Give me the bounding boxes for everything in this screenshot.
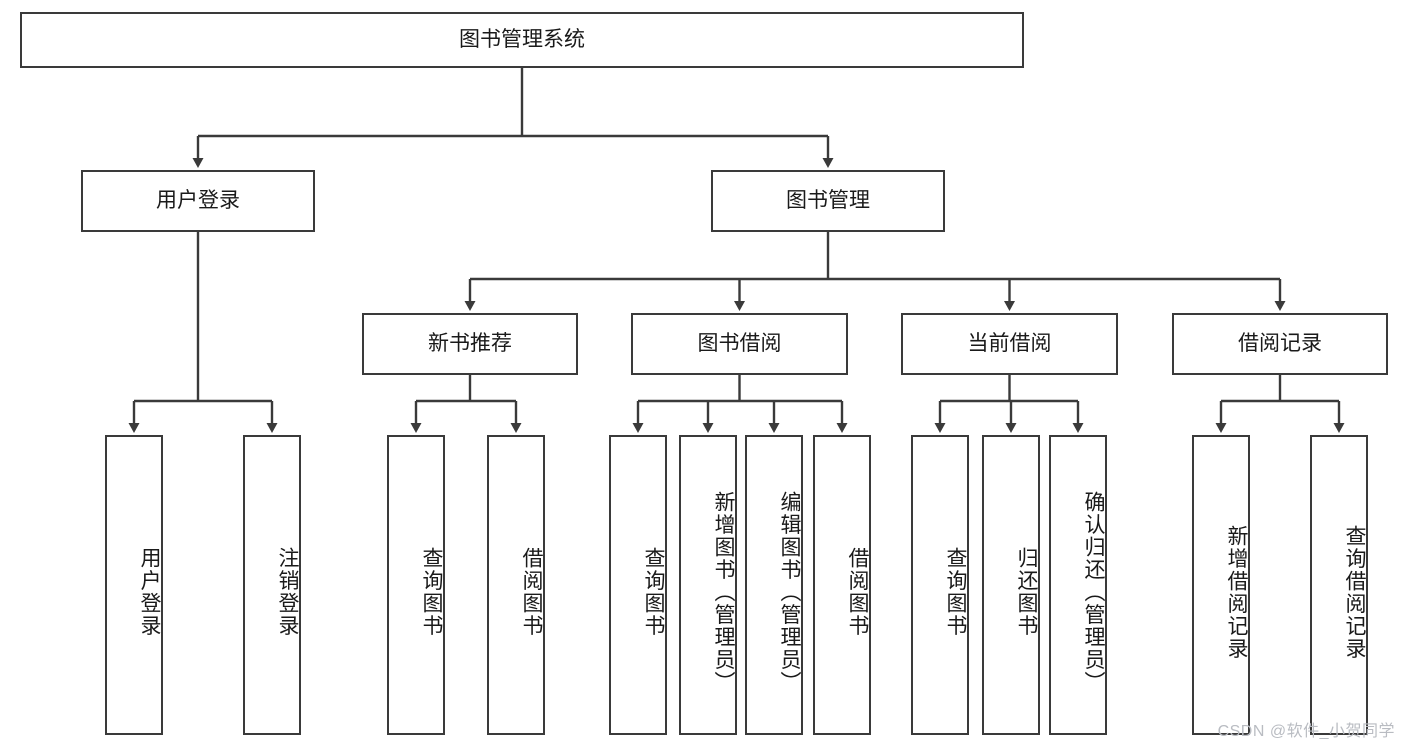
node-label: 用户登录 [156, 189, 240, 213]
node-label: 借阅记录 [1238, 332, 1322, 356]
node-newbook[interactable]: 新书推荐 [362, 313, 578, 375]
node-leaf-bw-edit[interactable]: 编辑图书（管理员） [745, 435, 803, 735]
node-login[interactable]: 用户登录 [81, 170, 315, 232]
node-label: 新增图书（管理员） [712, 490, 735, 694]
node-label: 查询借阅记录 [1343, 524, 1366, 660]
node-bookmgmt[interactable]: 图书管理 [711, 170, 945, 232]
node-leaf-nb-query[interactable]: 查询图书 [387, 435, 445, 735]
node-label: 注销登录 [276, 547, 299, 637]
node-leaf-user-logout[interactable]: 注销登录 [243, 435, 301, 735]
node-leaf-rec-query[interactable]: 查询借阅记录 [1310, 435, 1368, 735]
node-label: 归还图书 [1015, 547, 1038, 637]
node-leaf-cur-return[interactable]: 归还图书 [982, 435, 1040, 735]
node-label: 编辑图书（管理员） [778, 490, 801, 694]
node-label: 用户登录 [138, 547, 161, 637]
node-label: 借阅图书 [846, 547, 869, 637]
node-leaf-cur-query[interactable]: 查询图书 [911, 435, 969, 735]
node-label: 借阅图书 [520, 547, 543, 637]
node-current[interactable]: 当前借阅 [901, 313, 1118, 375]
node-label: 新增借阅记录 [1225, 524, 1248, 660]
node-label: 图书管理系统 [459, 28, 585, 52]
node-label: 新书推荐 [428, 332, 512, 356]
node-label: 当前借阅 [967, 332, 1052, 356]
node-leaf-cur-confirm[interactable]: 确认归还（管理员） [1049, 435, 1107, 735]
node-records[interactable]: 借阅记录 [1172, 313, 1388, 375]
node-leaf-bw-borrow[interactable]: 借阅图书 [813, 435, 871, 735]
node-label: 图书借阅 [697, 332, 782, 356]
node-leaf-rec-add[interactable]: 新增借阅记录 [1192, 435, 1250, 735]
csdn-watermark: CSDN @软件_小贺同学 [1217, 723, 1395, 740]
node-leaf-nb-borrow[interactable]: 借阅图书 [487, 435, 545, 735]
node-label: 确认归还（管理员） [1082, 490, 1105, 694]
node-leaf-bw-add[interactable]: 新增图书（管理员） [679, 435, 737, 735]
node-label: 查询图书 [642, 547, 665, 637]
node-label: 图书管理 [786, 189, 870, 213]
node-label: 查询图书 [944, 547, 967, 637]
node-borrow[interactable]: 图书借阅 [631, 313, 848, 375]
node-leaf-bw-query[interactable]: 查询图书 [609, 435, 667, 735]
node-root[interactable]: 图书管理系统 [20, 12, 1024, 68]
node-label: 查询图书 [420, 547, 443, 637]
node-leaf-user-login[interactable]: 用户登录 [105, 435, 163, 735]
